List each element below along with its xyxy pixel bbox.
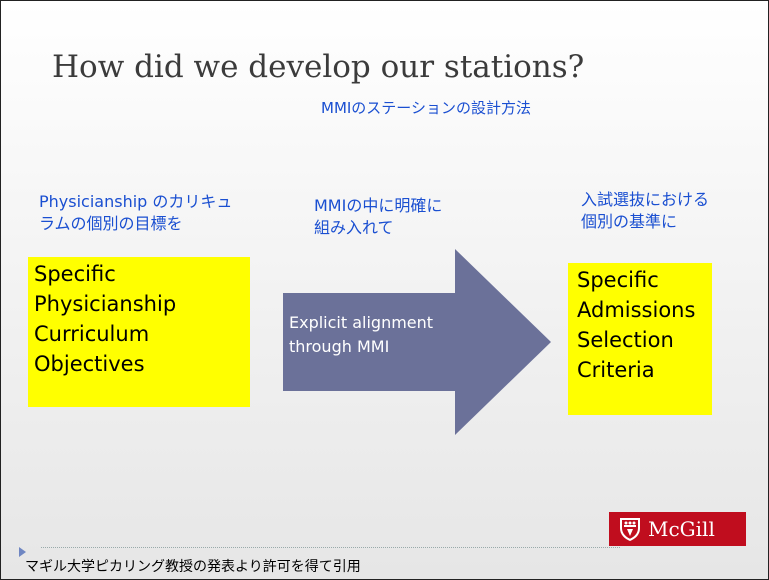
mcgill-logo: McGill bbox=[609, 512, 746, 546]
admissions-criteria-box: Specific Admissions Selection Criteria bbox=[568, 263, 712, 415]
mcgill-crest-icon bbox=[620, 518, 640, 541]
left-japanese-caption: Physicianship のカリキュ ラムの個別の目標を bbox=[39, 192, 233, 233]
bullet-marker-icon bbox=[19, 547, 26, 557]
slide-title: How did we develop our stations? bbox=[52, 49, 585, 85]
middle-japanese-caption: MMIの中に明確に 組み入れて bbox=[314, 196, 443, 237]
footer-divider bbox=[41, 547, 620, 548]
arrow-shape bbox=[283, 249, 551, 435]
slide-subtitle: MMIのステーションの設計方法 bbox=[321, 99, 532, 117]
right-box-line: Admissions bbox=[577, 298, 696, 322]
right-box-line: Specific bbox=[577, 268, 659, 292]
right-box-line: Criteria bbox=[577, 358, 655, 382]
left-box-line: Objectives bbox=[34, 352, 145, 376]
curriculum-objectives-box: Specific Physicianship Curriculum Object… bbox=[28, 257, 250, 407]
footer-citation: マギル大学ピカリング教授の発表より許可を得て引用 bbox=[25, 559, 361, 575]
mcgill-logo-text: McGill bbox=[648, 517, 715, 541]
right-japanese-caption: 入試選抜における 個別の基準に bbox=[581, 190, 710, 231]
arrow-label: Explicit alignment through MMI bbox=[289, 313, 434, 356]
right-box-line: Selection bbox=[577, 328, 674, 352]
left-box-line: Curriculum bbox=[34, 322, 150, 346]
left-box-line: Physicianship bbox=[34, 292, 177, 316]
left-box-line: Specific bbox=[34, 262, 116, 286]
